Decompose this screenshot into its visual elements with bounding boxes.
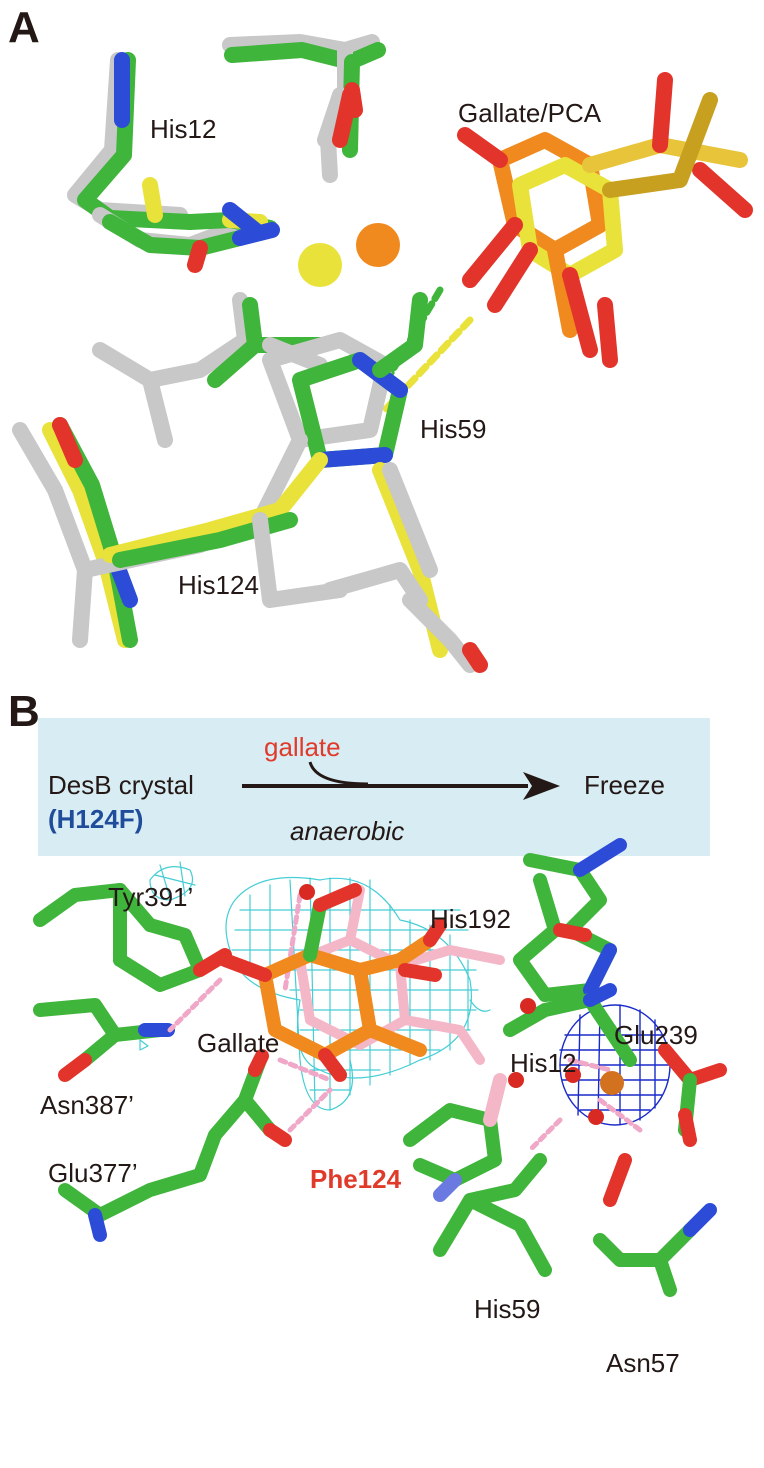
scheme-mutant-label: (H124F) xyxy=(48,804,144,834)
label-b-gallate: Gallate xyxy=(197,1028,280,1058)
glu377-sticks xyxy=(58,1049,292,1242)
label-a-gallate-pca: Gallate/PCA xyxy=(458,98,602,128)
label-b-his59: His59 xyxy=(474,1294,541,1324)
scheme-reagent-label: gallate xyxy=(264,732,341,762)
label-b-asn387: Asn387’ xyxy=(40,1090,134,1120)
label-b-his192: His192 xyxy=(430,904,511,934)
phe124-sticks xyxy=(403,1073,507,1202)
label-b-glu239: Glu239 xyxy=(614,1020,698,1050)
label-b-asn57: Asn57 xyxy=(606,1348,680,1378)
label-b-glu377: Glu377’ xyxy=(48,1158,138,1188)
top-residue xyxy=(222,34,386,183)
panel-a-structure xyxy=(12,34,753,673)
scheme-arrow xyxy=(242,761,560,800)
iron-ion xyxy=(600,1071,624,1095)
his124-sticks xyxy=(12,417,488,673)
his59-sticks xyxy=(262,292,428,468)
panel-a-letter: A xyxy=(8,3,40,52)
panel-b-letter: B xyxy=(8,687,40,736)
label-b-phe124: Phe124 xyxy=(310,1164,402,1194)
his12-sticks xyxy=(67,52,280,273)
label-b-tyr391: Tyr391’ xyxy=(108,882,194,912)
label-a-his124: His124 xyxy=(178,570,259,600)
label-b-his12: His12 xyxy=(510,1048,577,1078)
his59-asn57-sticks xyxy=(433,1153,717,1297)
scheme-crystal-label: DesB crystal xyxy=(48,770,194,800)
reaction-scheme xyxy=(38,718,710,856)
gallate-pca-sticks xyxy=(457,72,753,368)
hbond-dashes xyxy=(167,892,643,1153)
scheme-condition-label: anaerobic xyxy=(290,816,405,846)
metal-ion-yellow xyxy=(298,243,342,287)
metal-ion-orange xyxy=(356,223,400,267)
his192-sticks xyxy=(513,838,627,1002)
asn387-sticks xyxy=(33,998,175,1082)
label-a-his12: His12 xyxy=(150,114,217,144)
scheme-product-label: Freeze xyxy=(584,770,665,800)
label-a-his59: His59 xyxy=(420,414,487,444)
